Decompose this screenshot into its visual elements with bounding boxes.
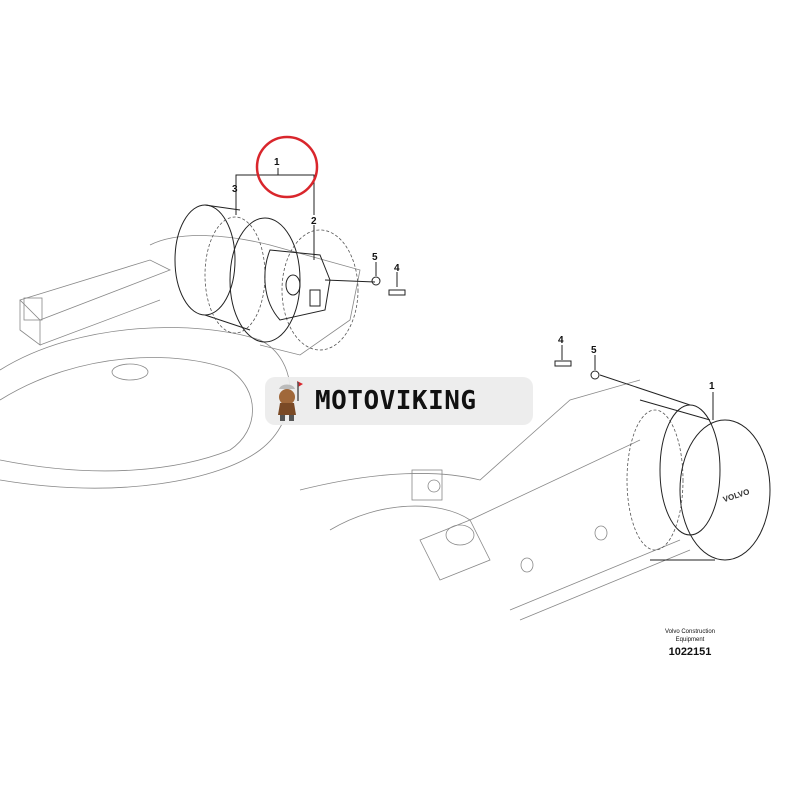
left-callout-leaders: [235, 168, 406, 296]
callout-1-left: 1: [274, 157, 280, 168]
watermark-text: MOTOVIKING: [315, 386, 477, 416]
volvo-housing-logo: VOLVO: [722, 487, 751, 504]
callout-2-left: 2: [311, 216, 317, 227]
left-undercarriage-frame: [0, 235, 361, 489]
callout-1-right: 1: [709, 381, 715, 392]
figure-number: 1022151: [668, 646, 712, 658]
highlight-circle: [255, 135, 319, 199]
right-undercarriage-frame: [299, 379, 691, 621]
callout-3-left: 3: [232, 184, 238, 195]
viking-mascot-icon: [278, 381, 303, 421]
right-callout-leaders: [554, 345, 714, 420]
callout-5-right: 5: [591, 345, 597, 356]
publisher-line-2: Equipment: [675, 637, 705, 643]
left-final-drive-motor: [174, 204, 359, 351]
figure-caption: Volvo Construction Equipment 1022151: [648, 628, 732, 658]
publisher-line-1: Volvo Construction: [664, 629, 716, 635]
callout-4-right: 4: [558, 335, 564, 346]
right-final-drive-motor: VOLVO: [626, 399, 771, 561]
callout-5-left: 5: [372, 252, 378, 263]
callout-4-left: 4: [394, 263, 400, 274]
watermark-banner: MOTOVIKING: [265, 377, 533, 425]
